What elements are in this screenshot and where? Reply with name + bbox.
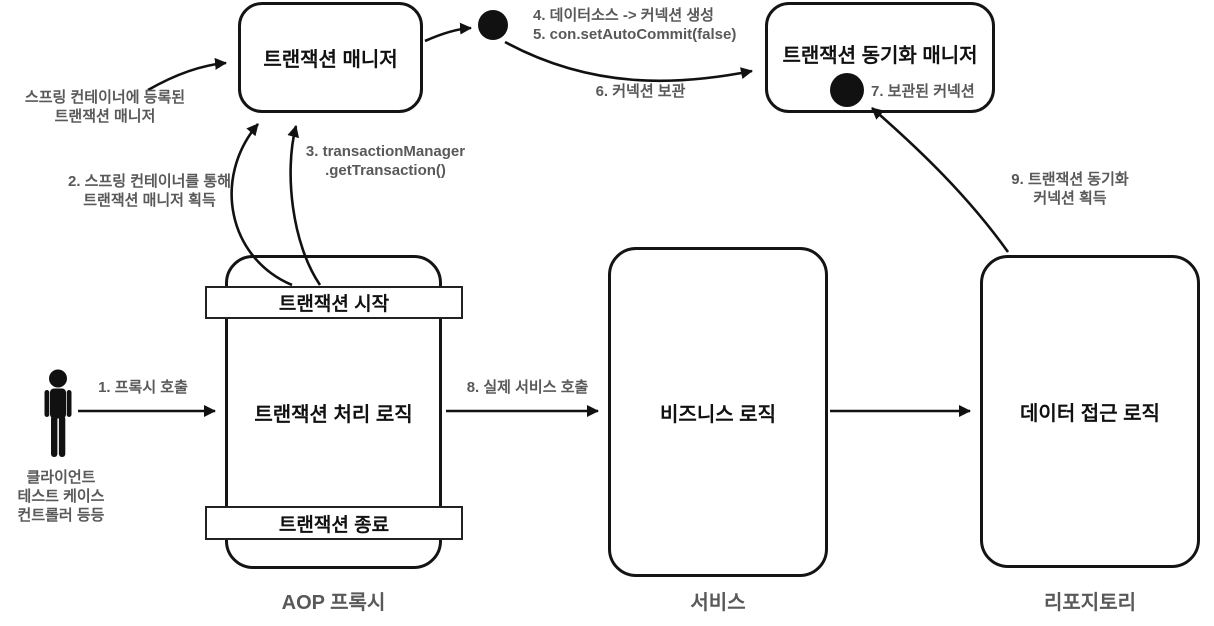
caption-aop-proxy: AOP 프록시 (281, 592, 386, 614)
tx-sync-manager-box: 트랜잭션 동기화 매니저 (765, 2, 995, 113)
note-step9: 9. 트랜잭션 동기화 커넥션 획득 (1011, 171, 1129, 207)
arrow-step9 (871, 107, 1010, 253)
repository-box: 데이터 접근 로직 (980, 255, 1200, 568)
transaction-manager-label: 트랜잭션 매니저 (263, 49, 398, 71)
tx-end-label: 트랜잭션 종료 (278, 514, 390, 536)
caption-service: 서비스 (690, 592, 746, 614)
service-box: 비즈니스 로직 (608, 247, 828, 577)
tx-start-ribbon: 트랜잭션 시작 (205, 286, 463, 319)
note-step3: 3. transactionManager .getTransaction() (305, 143, 466, 179)
service-logic-label: 비즈니스 로직 (660, 403, 776, 426)
client-person-icon (44, 369, 72, 457)
repository-logic-label: 데이터 접근 로직 (1020, 403, 1160, 425)
note-registered-manager: 스프링 컨테이너에 등록된 트랜잭션 매니저 (24, 89, 186, 125)
caption-repository: 리포지토리 (1044, 592, 1136, 614)
note-step2: 2. 스프링 컨테이너를 통해 트랜잭션 매니저 획득 (67, 173, 231, 209)
arrow-registered-manager (147, 57, 227, 92)
tx-start-label: 트랜잭션 시작 (278, 294, 390, 315)
note-step8: 8. 실제 서비스 호출 (466, 379, 589, 396)
transaction-manager-box: 트랜잭션 매니저 (238, 2, 423, 113)
aop-proxy-logic-label: 트랜잭션 처리 로직 (254, 403, 413, 426)
arrow-step4 (424, 22, 472, 43)
tx-sync-manager-label: 트랜잭션 동기화 매니저 (782, 45, 978, 67)
client-label: 클라이언트 테스트 케이스 컨트롤러 등등 (17, 469, 105, 524)
note-step1: 1. 프록시 호출 (98, 379, 188, 396)
tx-end-ribbon: 트랜잭션 종료 (205, 506, 463, 540)
connection-dot (478, 10, 508, 40)
note-step4-5: 4. 데이터소스 -> 커넥션 생성 5. con.setAutoCommit(… (533, 7, 737, 43)
note-step7: 7. 보관된 커넥션 (871, 83, 975, 100)
arrow-step6 (504, 40, 753, 83)
note-step6: 6. 커넥션 보관 (595, 83, 686, 100)
